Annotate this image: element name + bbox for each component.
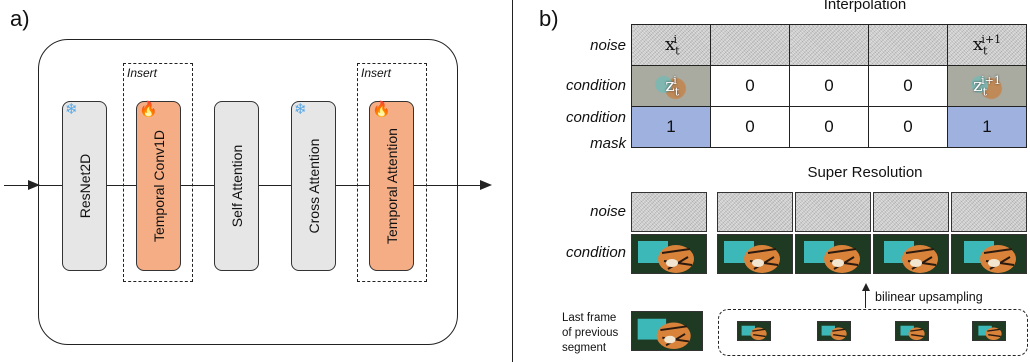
mask-cell: 1 [947, 106, 1027, 148]
sr-condition-frame [795, 234, 871, 274]
mask-row: 1 0 0 0 1 [631, 106, 1027, 148]
noise-cell [868, 24, 948, 66]
condition-cell-first: zti [631, 65, 711, 107]
tiger-image [637, 318, 691, 350]
output-arrowhead [480, 180, 492, 190]
tiger-image [724, 241, 780, 273]
sr-noise-frame [717, 192, 793, 232]
low-res-frame [972, 321, 1006, 341]
layer-temporal-conv1d: 🔥 Temporal Conv1D [136, 101, 181, 271]
upsample-arrow-line [865, 290, 866, 308]
insert-box-conv1d [123, 63, 193, 282]
noise-cell-last: xti+1 [947, 24, 1027, 66]
noise-row: xti xti+1 [631, 24, 1027, 66]
noise-first-label: xti [664, 32, 680, 58]
layer-resnet2d: ❄ ResNet2D [62, 101, 107, 271]
row-label-condition-mask-1: condition [565, 109, 626, 126]
interpolation-grid: xti xti+1 zti 0 0 0 zti+1 1 0 0 0 1 [631, 24, 1027, 148]
sr-noise-frame [951, 192, 1027, 232]
row-label-condition-mask-2: mask [590, 135, 626, 152]
insert-label-conv1d: Insert [127, 66, 158, 80]
condition-cell: 0 [789, 65, 869, 107]
panel-a-label: a) [10, 6, 30, 31]
row-label-noise: noise [590, 37, 626, 54]
mask-cell: 1 [631, 106, 711, 148]
low-res-frame [895, 321, 929, 341]
last-frame-caption-2: of previous [562, 327, 619, 339]
fire-icon: 🔥 [139, 101, 158, 118]
cond-last-label: zti+1 [973, 73, 1001, 99]
low-res-frame [817, 321, 851, 341]
tiger-image [638, 241, 694, 273]
sr-condition-frame [951, 234, 1027, 274]
tiger-thumbnail [741, 325, 767, 340]
input-arrowhead [28, 180, 40, 190]
condition-row: zti 0 0 0 zti+1 [631, 65, 1027, 107]
panel-b-label: b) [539, 6, 559, 31]
layer-cross-attention: ❄ Cross Attention [291, 101, 336, 271]
noise-cell [789, 24, 869, 66]
sr-condition-frame [717, 234, 793, 274]
sr-row-label-condition: condition [565, 244, 626, 261]
sr-noise-frame [873, 192, 949, 232]
layer-self-attention: Self Attention [214, 101, 259, 271]
low-res-frames-group [718, 309, 1028, 356]
noise-cell [710, 24, 790, 66]
low-res-frame [737, 321, 771, 341]
layer-label: Temporal Conv1D [150, 129, 167, 243]
sr-noise-frame [795, 192, 871, 232]
last-frame-caption-1: Last frame [562, 312, 617, 324]
condition-cell-last: zti+1 [947, 65, 1027, 107]
layer-label: Temporal Attention [383, 128, 400, 244]
last-frame-image [631, 311, 703, 351]
tiger-image [804, 241, 860, 273]
insert-box-temporal-attention [357, 63, 427, 282]
tiger-thumbnail [900, 325, 925, 340]
panel-divider [512, 0, 513, 362]
tiger-image [964, 241, 1016, 273]
upsample-label: bilinear upsampling [875, 290, 983, 304]
insert-label-temporal-attention: Insert [361, 66, 392, 80]
layer-label: Self Attention [228, 144, 245, 228]
cond-first-label: zti [665, 73, 680, 99]
tiger-image [884, 241, 938, 273]
upsample-arrowhead [862, 283, 870, 291]
noise-cell-first: xti [631, 24, 711, 66]
snowflake-icon: ❄ [65, 101, 78, 118]
condition-cell: 0 [868, 65, 948, 107]
mask-cell: 0 [789, 106, 869, 148]
unet-block-container [38, 39, 458, 345]
layer-temporal-attention: 🔥 Temporal Attention [369, 101, 414, 271]
interpolation-title: Interpolation [823, 0, 907, 13]
sr-condition-frame [631, 234, 707, 274]
row-label-condition: condition [565, 77, 626, 94]
tiger-thumbnail [978, 325, 1002, 340]
super-resolution-title: Super Resolution [807, 164, 923, 181]
fire-icon: 🔥 [372, 101, 391, 118]
mask-cell: 0 [868, 106, 948, 148]
condition-cell: 0 [710, 65, 790, 107]
sr-row-label-noise: noise [590, 203, 626, 220]
sr-condition-frame [873, 234, 949, 274]
layer-label: ResNet2D [76, 153, 93, 219]
mask-cell: 0 [710, 106, 790, 148]
layer-label: Cross Attention [305, 138, 322, 234]
noise-last-label: xti+1 [972, 32, 1002, 58]
last-frame-caption-3: segment [562, 342, 607, 354]
tiger-thumbnail [821, 325, 847, 340]
sr-noise-frame [631, 192, 707, 232]
snowflake-icon: ❄ [294, 101, 307, 118]
